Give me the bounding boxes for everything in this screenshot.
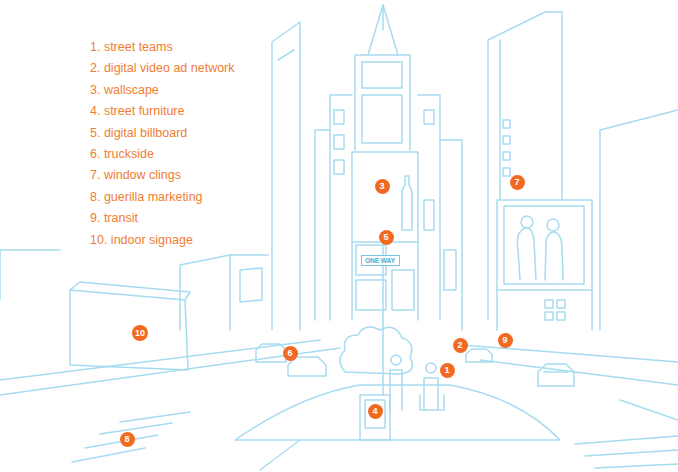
callout-marker: 2 — [453, 338, 468, 353]
callout-number: 5 — [383, 232, 388, 242]
list-item: 3. wallscape — [89, 83, 160, 97]
callout-marker: 7 — [510, 175, 525, 190]
callout-number: 7 — [514, 177, 519, 187]
list-item: 1. street teams — [89, 40, 174, 54]
list-item: 6. truckside — [89, 147, 155, 161]
list-item: 8. guerilla marketing — [89, 190, 204, 204]
callout-marker: 6 — [283, 346, 298, 361]
callout-marker: 8 — [120, 432, 135, 447]
callout-marker: 9 — [498, 333, 513, 348]
sign-text: ONE WAY — [365, 257, 395, 264]
callout-number: 6 — [287, 348, 292, 358]
list-item: 9. transit — [89, 211, 139, 225]
callout-number: 8 — [124, 434, 129, 444]
callout-number: 4 — [372, 406, 377, 416]
callout-number: 9 — [502, 335, 507, 345]
callout-number: 2 — [457, 340, 462, 350]
callout-marker: 5 — [379, 230, 394, 245]
callout-number: 10 — [135, 328, 145, 338]
list-item: 7. window clings — [89, 168, 182, 182]
callout-marker: 1 — [440, 363, 455, 378]
list-item: 10. indoor signage — [89, 233, 194, 247]
street-sign: ONE WAY — [361, 255, 400, 266]
callout-marker: 4 — [368, 404, 383, 419]
callout-marker: 3 — [375, 179, 390, 194]
callout-number: 3 — [379, 181, 384, 191]
callout-number: 1 — [444, 365, 449, 375]
list-item: 5. digital billboard — [89, 126, 188, 140]
list-item: 2. digital video ad network — [89, 61, 236, 75]
list-item: 4. street furniture — [89, 104, 186, 118]
callout-marker: 10 — [132, 325, 148, 341]
